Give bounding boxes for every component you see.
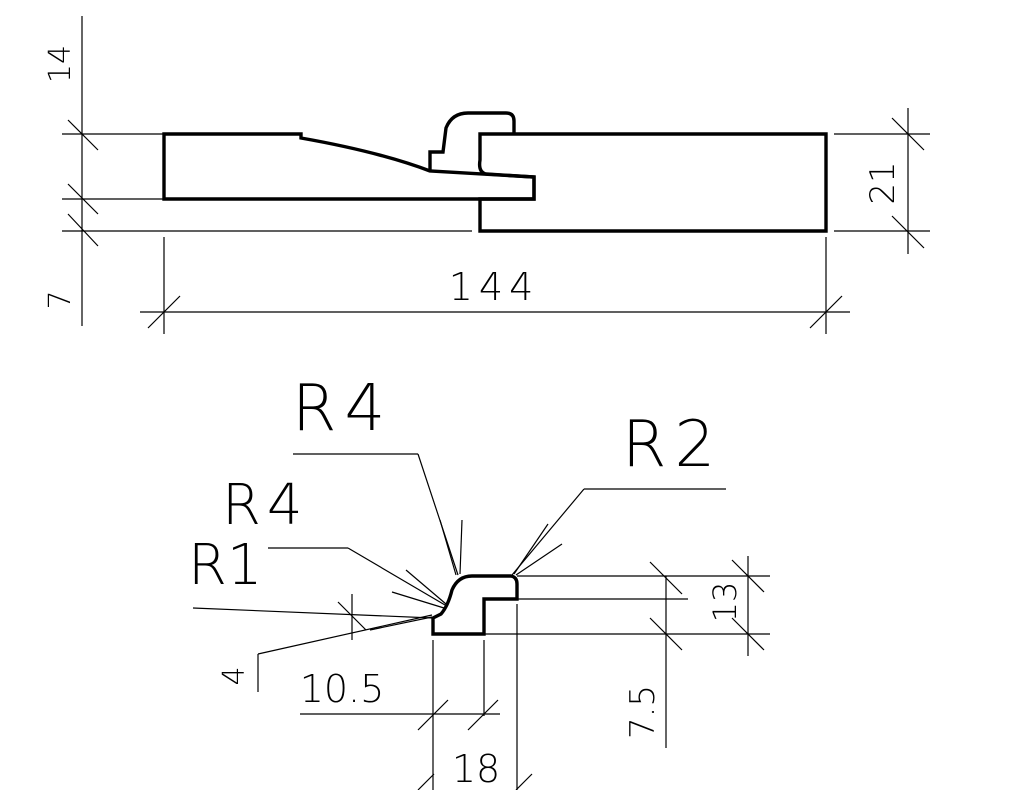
detail-view-dimensions: [192, 453, 770, 790]
tongue-profile-outline: [428, 111, 516, 171]
radius-right-label: R2: [622, 408, 723, 482]
dim-height-upper-label: 14: [43, 45, 78, 83]
radius-small-label: R1: [188, 533, 263, 598]
radius-top-left-label: R4: [292, 372, 393, 446]
radius-left-label: R4: [222, 473, 309, 538]
detail-profile: [431, 574, 519, 636]
dim-offset-width-label: 10.5: [300, 667, 385, 711]
top-view-dimensions: [62, 16, 930, 334]
dim-width-label: 144: [449, 265, 540, 309]
board-profile: [162, 111, 828, 233]
dim-height-lower-label: 7: [43, 290, 78, 309]
dim-lower-height-label: 7.5: [623, 685, 663, 739]
dim-groove-height-label: 4: [217, 666, 252, 685]
right-board-outline: [477, 132, 828, 233]
detail-tongue-outline: [431, 574, 519, 636]
dim-step-height-label: 13: [706, 582, 744, 623]
dim-thickness-label: 21: [863, 161, 903, 204]
dim-tongue-width-label: 18: [452, 747, 500, 790]
